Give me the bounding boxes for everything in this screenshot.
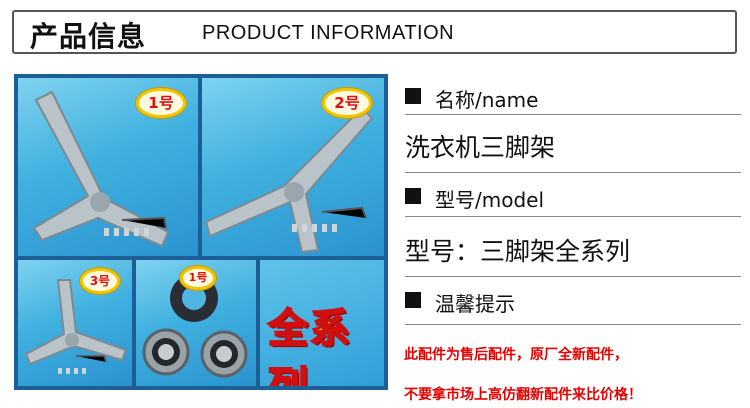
product-photo-3[interactable]: 3号 (18, 260, 132, 386)
full-series-label: 全系列 (267, 305, 352, 386)
bullet-square-icon (405, 88, 421, 104)
header-title-cn: 产品信息 (30, 20, 147, 53)
divider (405, 216, 741, 217)
product-info-header: 产品信息 PRODUCT INFORMATION (12, 10, 737, 54)
divider (405, 172, 741, 173)
bullet-square-icon (405, 188, 421, 204)
tripod-bracket-image (204, 106, 374, 254)
name-label: 名称/name (435, 88, 539, 112)
divider (405, 276, 741, 277)
divider (405, 324, 741, 325)
product-photo-1[interactable]: 1号 (18, 78, 198, 256)
product-photo-2[interactable]: 2号 (202, 78, 384, 256)
model-tag-4: 1号 (180, 266, 216, 290)
model-tag-1: 1号 (136, 88, 186, 118)
divider (405, 114, 741, 115)
model-value: 型号：三脚架全系列 (405, 237, 631, 266)
model-tag-3: 3号 (80, 268, 120, 294)
tips-note-line-1: 此配件为售后配件，原厂全新配件， (404, 347, 628, 363)
tripod-bracket-image (32, 90, 170, 248)
product-image-gallery: 1号 2号 3号 (14, 74, 388, 390)
tripod-bracket-image (24, 279, 128, 374)
tips-label: 温馨提示 (435, 292, 515, 316)
model-label: 型号/model (435, 188, 545, 212)
bullet-square-icon (405, 292, 421, 308)
header-title-en: PRODUCT INFORMATION (202, 22, 455, 44)
full-series-panel: 全系列 (260, 260, 384, 386)
name-value: 洗衣机三脚架 (405, 133, 556, 162)
tips-note-line-2: 不要拿市场上高仿翻新配件来比价格！ (404, 387, 642, 403)
product-photo-4[interactable]: 1号 (136, 260, 256, 386)
model-tag-2: 2号 (322, 88, 372, 118)
